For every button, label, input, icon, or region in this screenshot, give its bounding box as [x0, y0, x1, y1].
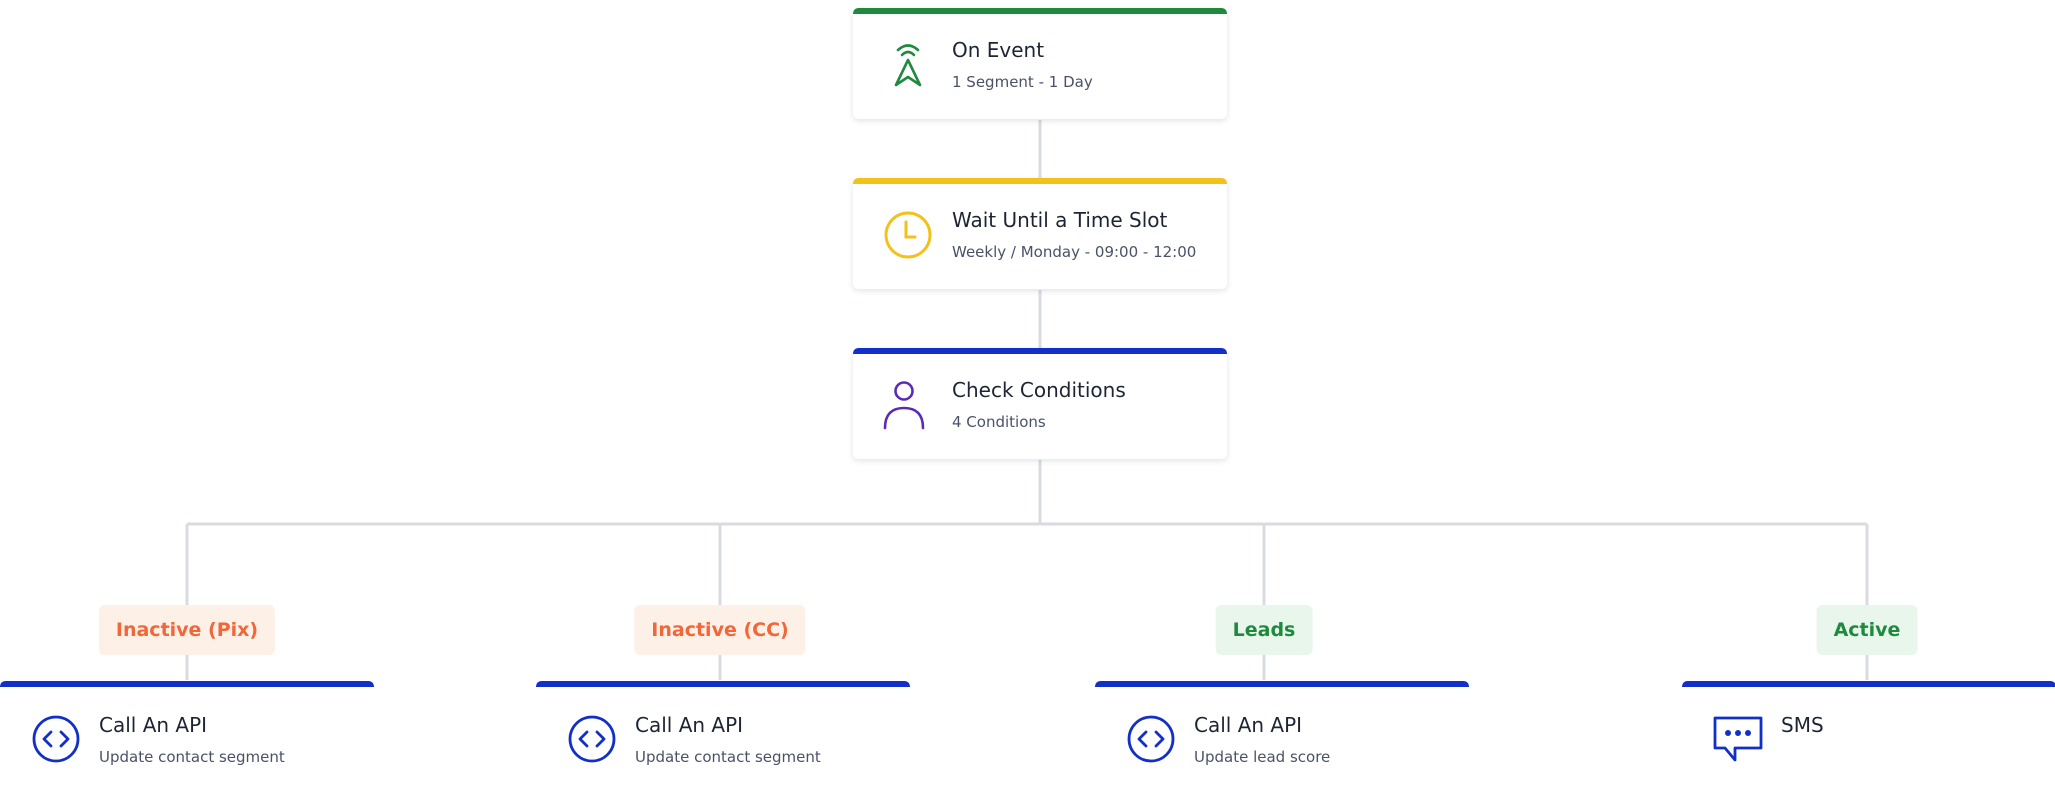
node-title: Call An API [635, 713, 744, 737]
node-title: Check Conditions [952, 378, 1126, 402]
node-subtitle: 4 Conditions [952, 413, 1046, 431]
node-action-call-api-2[interactable]: Call An API Update contact segment [536, 681, 910, 766]
node-action-call-api-3[interactable]: Call An API Update lead score [1095, 681, 1469, 766]
node-subtitle: Weekly / Monday - 09:00 - 12:00 [952, 243, 1197, 261]
node-subtitle: 1 Segment - 1 Day [952, 73, 1093, 91]
node-action-call-api-1[interactable]: Call An API Update contact segment [0, 681, 374, 766]
node-subtitle: Update contact segment [99, 748, 285, 766]
clock-icon [884, 211, 932, 259]
node-accent-bar [1095, 681, 1469, 687]
node-accent-bar [536, 681, 910, 687]
node-action-sms[interactable]: SMS [1682, 681, 2055, 766]
navigation-signal-icon [894, 44, 922, 87]
node-subtitle: Update contact segment [635, 748, 821, 766]
branch-label-leads[interactable]: Leads [1215, 605, 1313, 655]
node-title: Wait Until a Time Slot [952, 208, 1168, 232]
node-accent-bar [0, 681, 374, 687]
branch-label-active[interactable]: Active [1816, 605, 1918, 655]
node-accent-bar [853, 348, 1227, 354]
node-title: On Event [952, 38, 1045, 62]
branch-label-inactive-cc[interactable]: Inactive (CC) [634, 605, 806, 655]
node-title: Call An API [99, 713, 208, 737]
chat-message-icon [1713, 716, 1763, 762]
node-subtitle: Update lead score [1194, 748, 1331, 766]
node-check-conditions[interactable]: Check Conditions 4 Conditions [853, 348, 1227, 459]
code-brackets-icon [568, 715, 616, 763]
branch-label-inactive-pix[interactable]: Inactive (Pix) [98, 605, 276, 655]
code-brackets-icon [32, 715, 80, 763]
code-brackets-icon [1127, 715, 1175, 763]
node-title: Call An API [1194, 713, 1303, 737]
node-on-event[interactable]: On Event 1 Segment - 1 Day [853, 8, 1227, 119]
user-icon [883, 381, 925, 430]
node-wait-time-slot[interactable]: Wait Until a Time Slot Weekly / Monday -… [853, 178, 1227, 289]
node-accent-bar [853, 8, 1227, 14]
node-accent-bar [853, 178, 1227, 184]
node-accent-bar [1682, 681, 2055, 687]
node-title: SMS [1781, 713, 1824, 737]
